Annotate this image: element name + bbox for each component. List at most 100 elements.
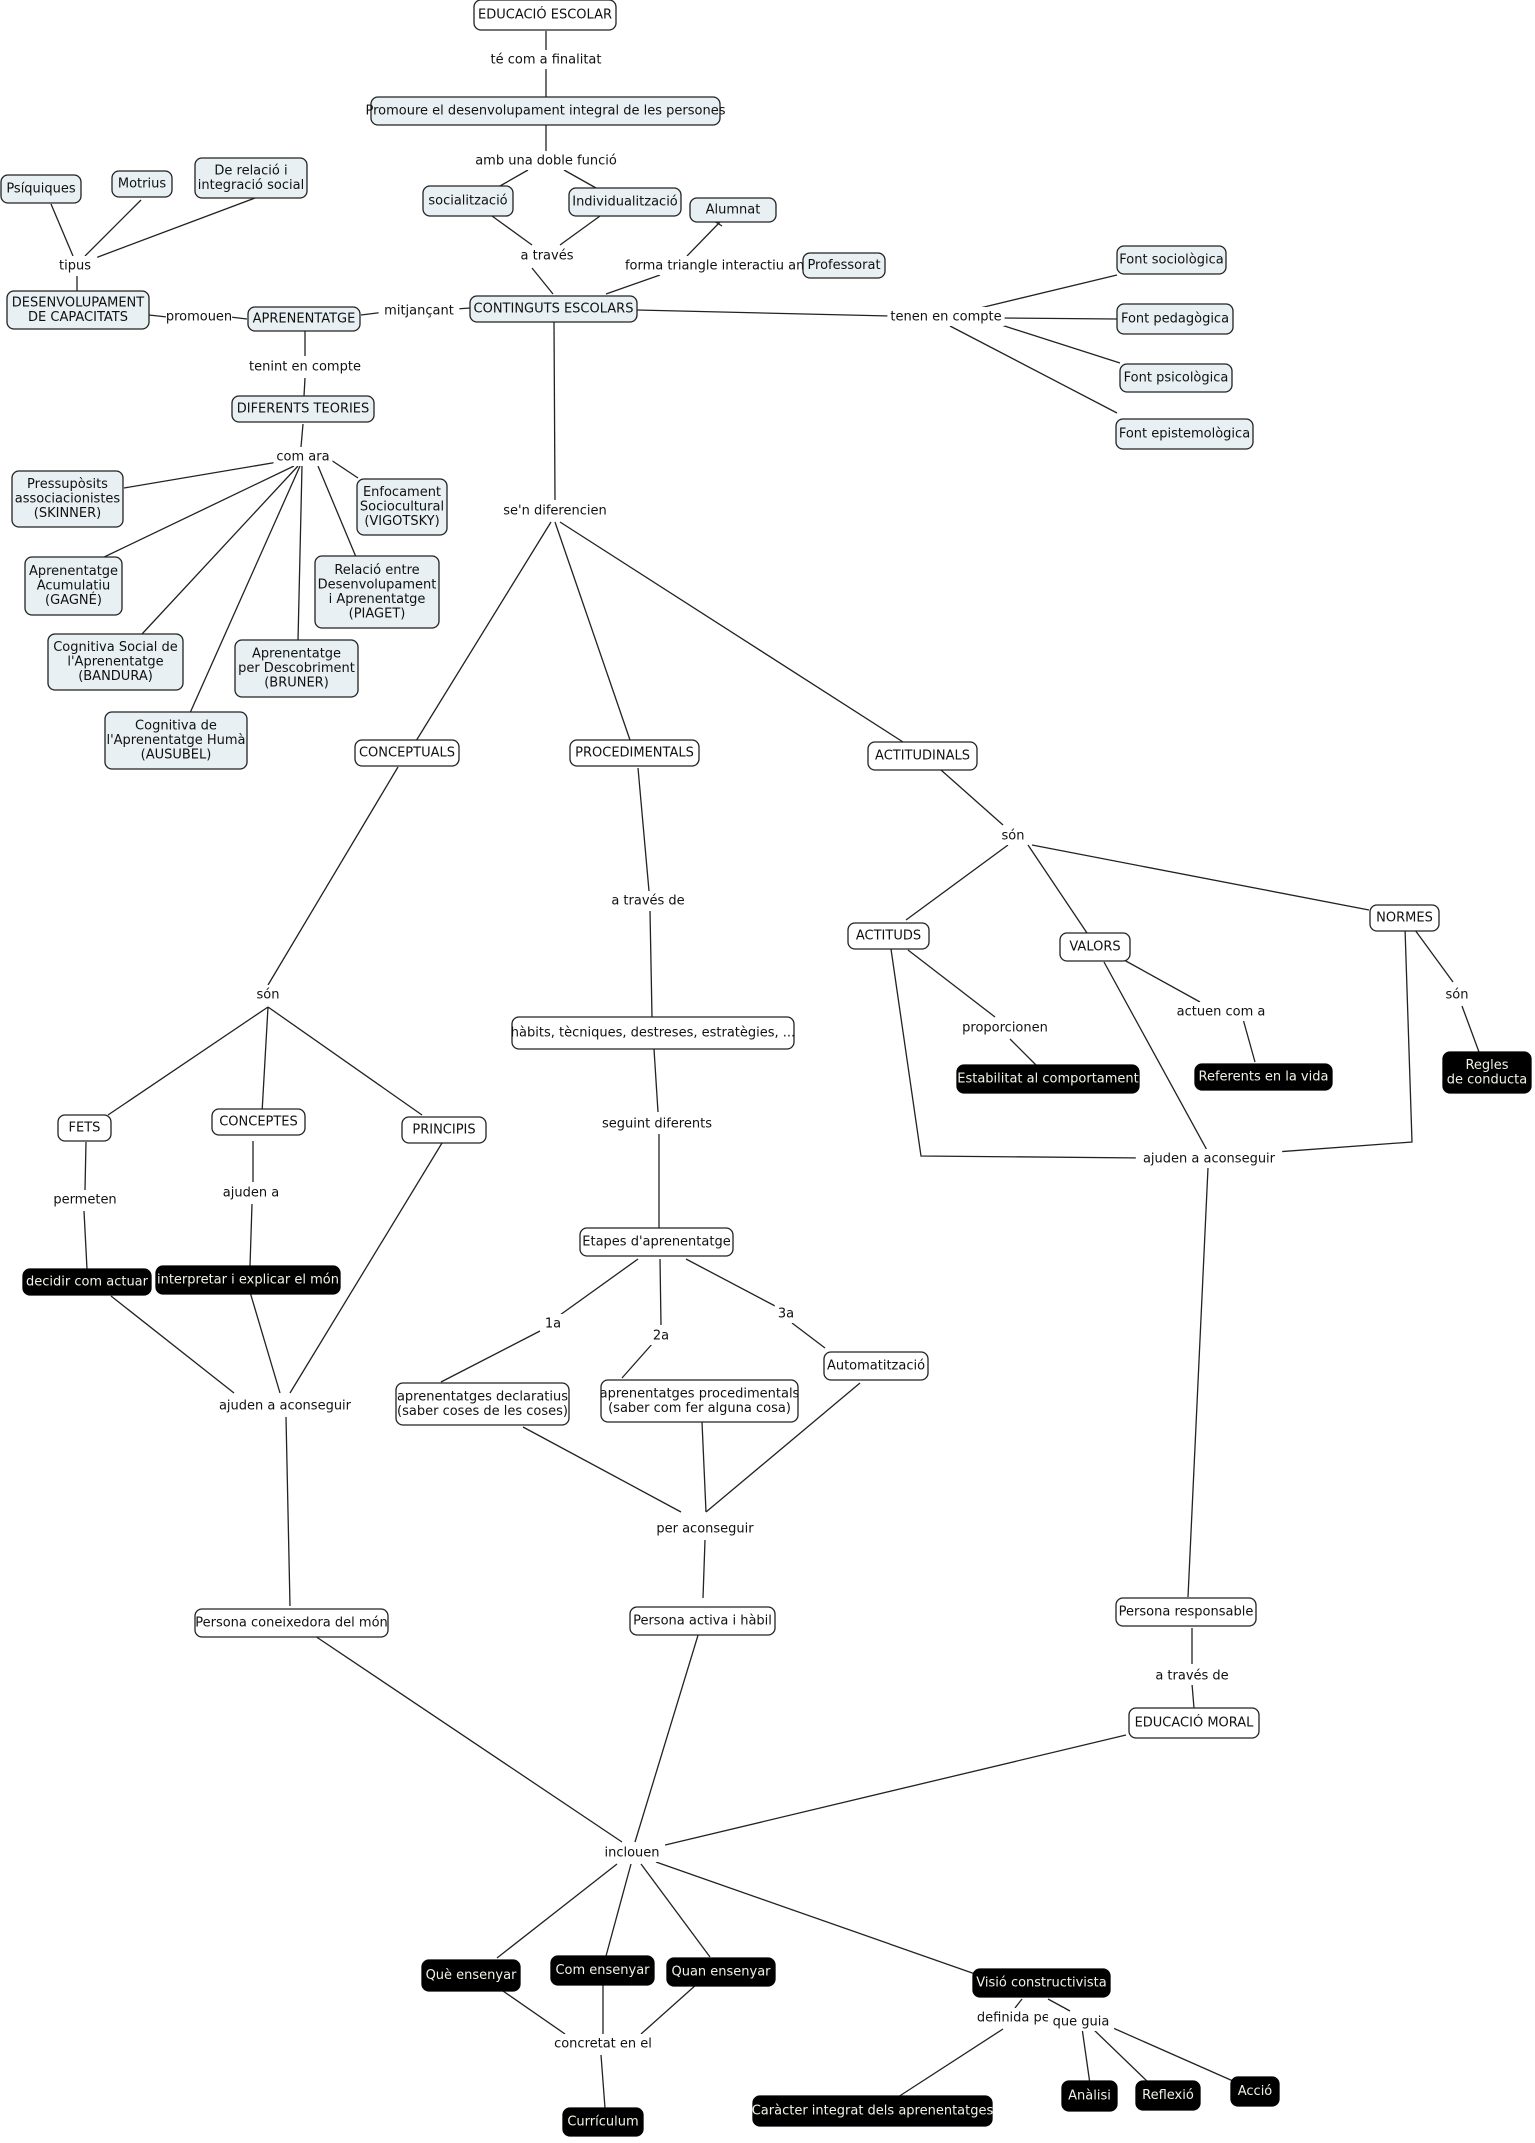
concept-box <box>422 185 514 217</box>
concept-box <box>211 1108 306 1136</box>
concept-box <box>234 639 359 698</box>
concept-text: socialització <box>428 194 507 209</box>
link-label-bg <box>774 1304 798 1323</box>
concept-text: DIFERENTS TEORIES <box>237 402 370 417</box>
link-label-inclouen: inclouen <box>604 1846 659 1861</box>
connector-lines <box>50 31 1480 2109</box>
concept-box <box>194 1608 389 1638</box>
concept-node-que: Què ensenyar <box>421 1959 521 1992</box>
concept-text: Persona responsable <box>1119 1605 1254 1620</box>
link-label-seguint: seguint diferents <box>602 1117 712 1132</box>
concept-text: Aprenentatge <box>29 564 118 579</box>
concept-text: EDUCACIÓ ESCOLAR <box>478 7 612 23</box>
concept-box <box>1230 2076 1280 2107</box>
concept-text: De relació i <box>214 163 287 178</box>
concept-node-motrius: Motrius <box>111 170 173 198</box>
concept-text: Motrius <box>118 177 166 192</box>
link-label-bg <box>165 307 233 326</box>
link-label-bg <box>52 256 98 275</box>
link-label-bg <box>1173 1002 1269 1021</box>
concept-box <box>6 290 150 330</box>
link-label-bg <box>887 307 1005 326</box>
link-label-concretat: concretat en el <box>554 2037 652 2052</box>
concept-text: Relació entre <box>334 563 419 578</box>
concept-text: Individualització <box>572 195 678 210</box>
link-label-tenen: tenen en compte <box>890 310 1001 325</box>
link-label-bg <box>513 246 581 265</box>
concept-text: Referents en la vida <box>1199 1070 1329 1085</box>
concept-text: Caràcter integrat dels aprenentatges <box>752 2104 994 2119</box>
link-label-bg <box>1047 2012 1115 2031</box>
concept-text: CONTINGUTS ESCOLARS <box>474 302 634 317</box>
concept-text: Font sociològica <box>1119 253 1223 268</box>
concept-box <box>421 1959 521 1992</box>
concept-text: Visió constructivista <box>976 1976 1106 1991</box>
concept-text: FETS <box>69 1121 101 1136</box>
link-label-son1: són <box>257 988 280 1003</box>
link-label-bg <box>603 891 693 910</box>
concept-node-actituds: ACTITUDS <box>847 922 930 950</box>
concept-text: associacionistes <box>15 492 121 507</box>
link-label-queguia: que guia <box>1053 2015 1110 2030</box>
link-label-tipus: tipus <box>59 259 91 274</box>
concept-node-psicologica: Font psicològica <box>1119 363 1233 393</box>
concept-node-valors: VALORS <box>1059 932 1131 962</box>
concept-text: Pressupòsits <box>27 477 108 492</box>
link-label-bg <box>1135 1149 1283 1168</box>
concept-node-referents: Referents en la vida <box>1194 1063 1333 1091</box>
link-label-bg <box>650 1519 760 1538</box>
concept-box <box>356 478 448 536</box>
concept-box <box>1128 1707 1260 1739</box>
concept-text: Automatització <box>827 1359 925 1374</box>
concept-box <box>847 922 930 950</box>
link-label-atraves: a través <box>521 249 574 264</box>
link-label-triangle: forma triangle interactiu amb <box>625 259 817 274</box>
concept-box <box>314 555 440 629</box>
link-label-1a: 1a <box>545 1317 561 1332</box>
concept-node-analisi: Anàlisi <box>1061 2080 1118 2112</box>
concept-node-curriculum: Currículum <box>562 2107 644 2137</box>
concept-box <box>1116 245 1227 275</box>
concept-node-aprocedimentals: aprenentatges procedimentals(saber com f… <box>600 1379 800 1423</box>
link-label-permeten: permeten <box>53 1193 116 1208</box>
concept-text: Anàlisi <box>1068 2089 1111 2104</box>
concept-box <box>473 0 617 31</box>
concept-box <box>972 1968 1111 1998</box>
concept-text: APRENENTATGE <box>253 312 356 327</box>
concept-box <box>550 1955 655 1986</box>
concept-node-individualitzacio: Individualització <box>568 187 682 217</box>
concept-text: aprenentatges procedimentals <box>600 1386 800 1401</box>
concept-text: Estabilitat al comportament <box>957 1072 1139 1087</box>
concept-node-etapes: Etapes d'aprenentatge <box>579 1227 734 1257</box>
link-label-3a: 3a <box>778 1307 794 1322</box>
link-label-tenint: tenint en compte <box>249 360 361 375</box>
concept-text: NORMES <box>1376 911 1433 926</box>
concept-box <box>1061 2080 1118 2112</box>
link-label-bg <box>591 1114 723 1133</box>
concept-box <box>1194 1063 1333 1091</box>
link-label-bg <box>649 1326 673 1345</box>
concept-node-normes: NORMES <box>1369 904 1440 932</box>
concept-text: integració social <box>198 178 304 193</box>
concept-box <box>1135 2080 1201 2111</box>
concept-node-decidir: decidir com actuar <box>22 1268 152 1296</box>
concept-box <box>370 96 721 126</box>
concept-node-epistemologica: Font epistemològica <box>1115 418 1254 450</box>
concept-text: Font psicològica <box>1124 371 1229 386</box>
concept-text: l'Aprenentatge Humà <box>106 733 245 748</box>
concept-box <box>22 1268 152 1296</box>
concept-text: DE CAPACITATS <box>28 310 128 325</box>
concept-text: Cognitiva de <box>135 719 217 734</box>
concept-text: Enfocament <box>363 485 441 500</box>
concept-node-procedimentals: PROCEDIMENTALS <box>569 739 700 767</box>
concept-text: (BANDURA) <box>78 669 153 684</box>
concept-node-aprenentatge: APRENENTATGE <box>247 306 361 332</box>
concept-node-visio: Visió constructivista <box>972 1968 1111 1998</box>
concept-box <box>569 739 700 767</box>
